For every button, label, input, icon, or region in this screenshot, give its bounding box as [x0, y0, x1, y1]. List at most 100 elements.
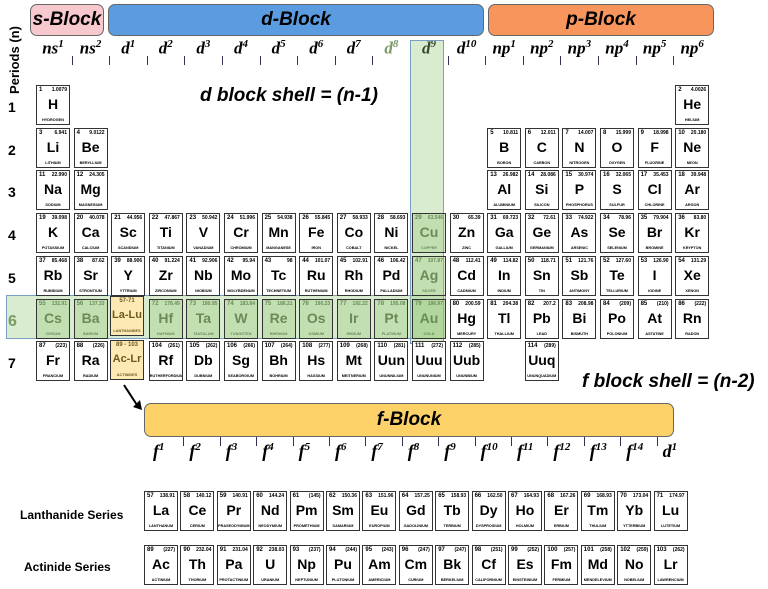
actinides-placeholder[interactable]: 89 - 103 Ac-Lr ACTINIDES — [110, 340, 144, 380]
lanthanides-placeholder[interactable]: 57-71 La-Lu LANTHANIDES — [110, 296, 144, 336]
